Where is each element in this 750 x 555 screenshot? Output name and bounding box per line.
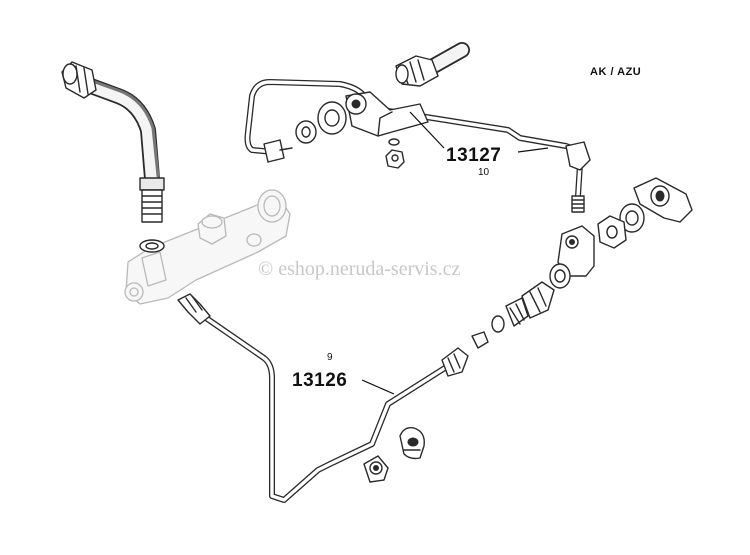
position-number-9: 9: [327, 352, 333, 363]
leader-13127-left: [409, 111, 445, 149]
flexible-hose: [61, 61, 165, 253]
leader-13127-right: [517, 147, 549, 153]
hose-stub: [395, 42, 470, 87]
model-label: AK / AZU: [590, 66, 642, 78]
right-bracket-assembly: [471, 177, 693, 349]
watermark: © eshop.neruda-servis.cz: [258, 258, 461, 280]
master-cylinder: [124, 189, 291, 305]
grommet: [363, 455, 389, 483]
leader-13126: [361, 379, 395, 395]
brake-pipe-13127: [244, 79, 591, 213]
pipe-clip: [399, 426, 425, 460]
part-number-13127[interactable]: 13127: [446, 145, 502, 166]
part-number-13126[interactable]: 13126: [292, 370, 348, 391]
brake-pipe-13126: [177, 293, 469, 503]
position-number-10: 10: [478, 167, 490, 178]
upper-bracket-assembly: [295, 91, 429, 169]
